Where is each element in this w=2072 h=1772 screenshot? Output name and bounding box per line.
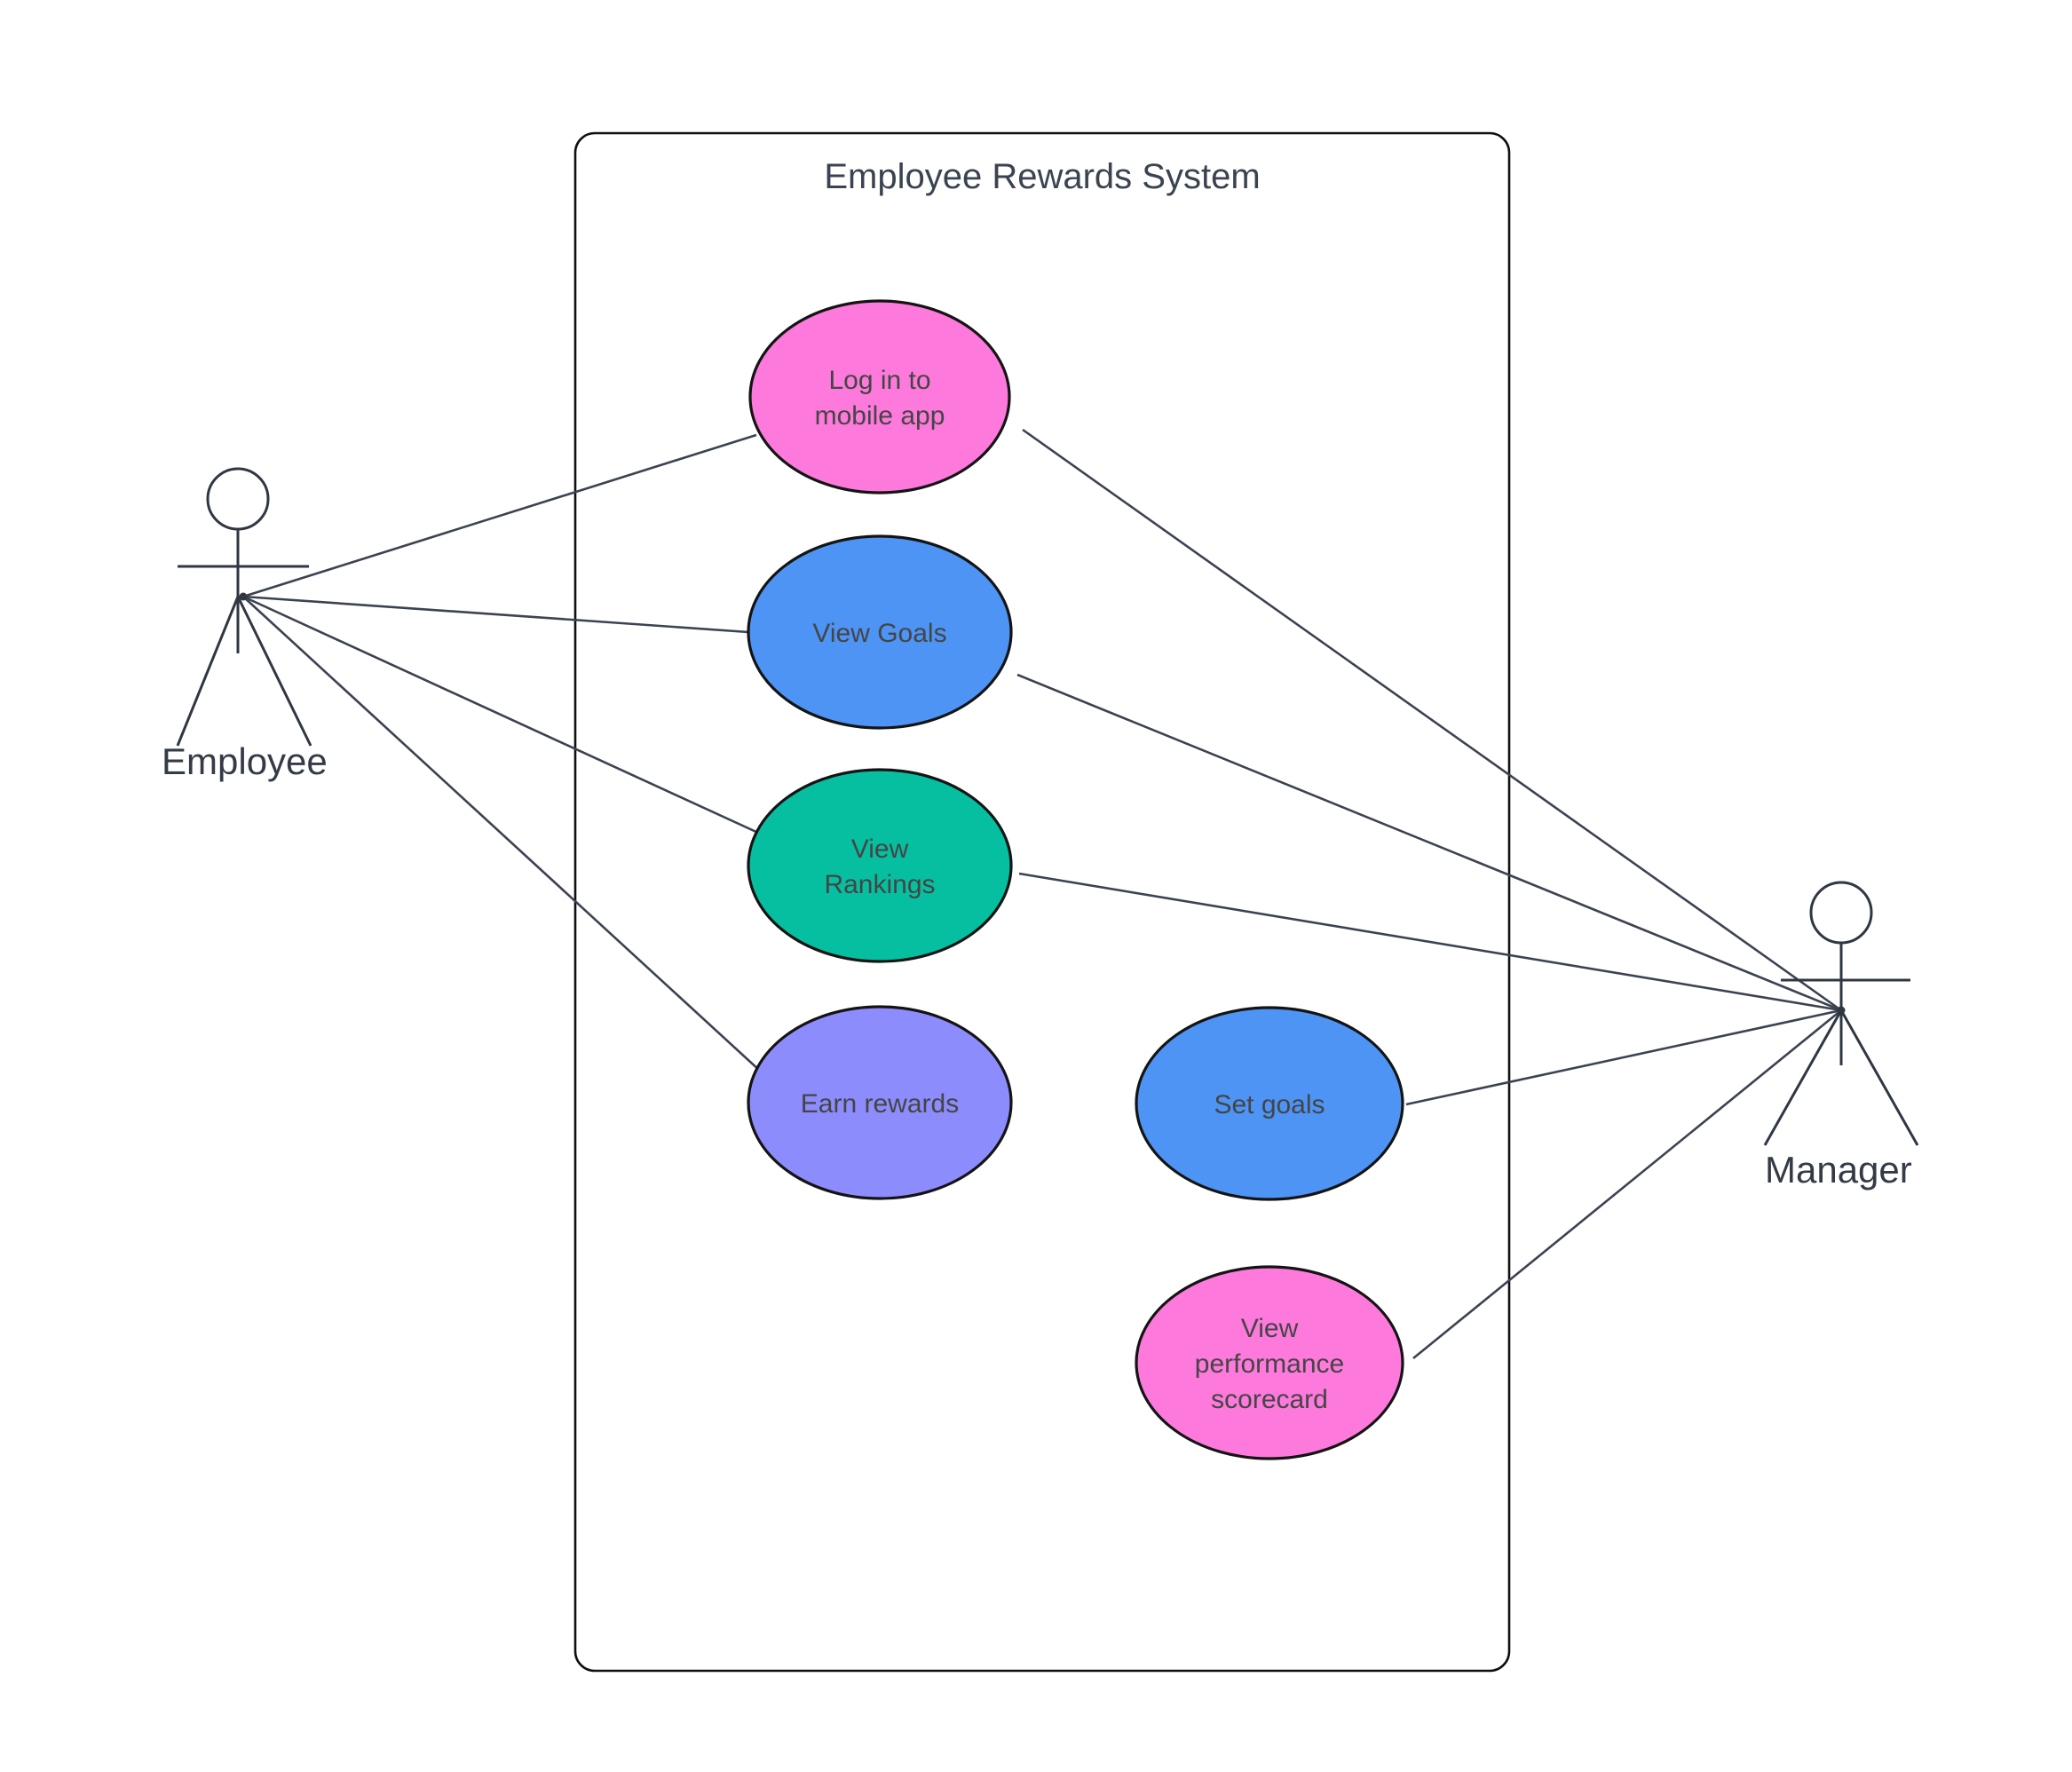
use-case-label-login: mobile app xyxy=(815,401,945,431)
actor-leg-left-employee xyxy=(176,596,240,747)
actor-leg-right-employee xyxy=(236,596,312,747)
use-case-ellipse-view-scorecard[interactable] xyxy=(1135,1265,1404,1460)
use-case-view-scorecard[interactable]: View performance scorecard xyxy=(1135,1265,1404,1460)
actor-head-manager xyxy=(1809,881,1873,945)
association-line-manager-view-scorecard[interactable] xyxy=(1412,1009,1842,1360)
association-line-manager-set-goals[interactable] xyxy=(1405,1009,1842,1106)
use-case-view-goals[interactable]: View Goals xyxy=(747,534,1013,730)
actor-head-employee xyxy=(206,467,270,531)
actor-connection-point-employee xyxy=(239,592,248,601)
use-case-login[interactable]: Log in to mobile app xyxy=(748,299,1011,494)
use-case-label-view-scorecard: scorecard xyxy=(1211,1385,1328,1414)
actor-label-employee: Employee xyxy=(162,740,328,782)
use-case-label-view-rankings: View xyxy=(851,835,909,864)
use-case-label-login: Log in to xyxy=(828,366,930,395)
association-line-employee-view-rankings[interactable] xyxy=(242,595,759,835)
association-lines-group xyxy=(242,428,1842,1360)
actor-leg-left-manager xyxy=(1763,1009,1843,1146)
system-boundary-box[interactable] xyxy=(573,131,1511,1673)
association-line-manager-view-rankings[interactable] xyxy=(1018,872,1842,1012)
actor-connection-point-manager xyxy=(1837,1006,1846,1015)
use-case-earn-rewards[interactable]: Earn rewards xyxy=(747,1005,1013,1200)
use-case-ellipse-set-goals[interactable] xyxy=(1135,1006,1404,1201)
actor-employee[interactable]: Employee xyxy=(162,467,328,782)
use-case-label-view-scorecard: performance xyxy=(1195,1349,1344,1379)
association-line-manager-view-goals[interactable] xyxy=(1016,673,1842,1012)
system-boundary-title: Employee Rewards System xyxy=(824,157,1260,196)
actor-manager[interactable]: Manager xyxy=(1763,881,1919,1191)
association-line-employee-earn-rewards[interactable] xyxy=(242,596,762,1072)
actor-label-manager: Manager xyxy=(1765,1149,1912,1191)
use-case-label-view-rankings: Rankings xyxy=(824,870,935,899)
use-case-label-view-goals: View Goals xyxy=(812,619,946,648)
association-line-employee-login[interactable] xyxy=(242,433,757,598)
use-case-label-earn-rewards: Earn rewards xyxy=(801,1089,959,1119)
association-line-manager-login[interactable] xyxy=(1022,428,1842,1012)
use-case-set-goals[interactable]: Set goals xyxy=(1135,1006,1404,1201)
use-case-label-view-scorecard: View xyxy=(1241,1314,1299,1343)
actor-leg-right-manager xyxy=(1839,1009,1919,1146)
use-case-ellipse-view-goals[interactable] xyxy=(747,534,1013,730)
use-case-ellipse-view-rankings[interactable] xyxy=(747,768,1013,963)
use-case-label-set-goals: Set goals xyxy=(1214,1090,1325,1119)
association-line-employee-view-goals[interactable] xyxy=(242,595,749,634)
use-case-ellipse-earn-rewards[interactable] xyxy=(747,1005,1013,1200)
use-case-ellipse-login[interactable] xyxy=(748,299,1011,494)
